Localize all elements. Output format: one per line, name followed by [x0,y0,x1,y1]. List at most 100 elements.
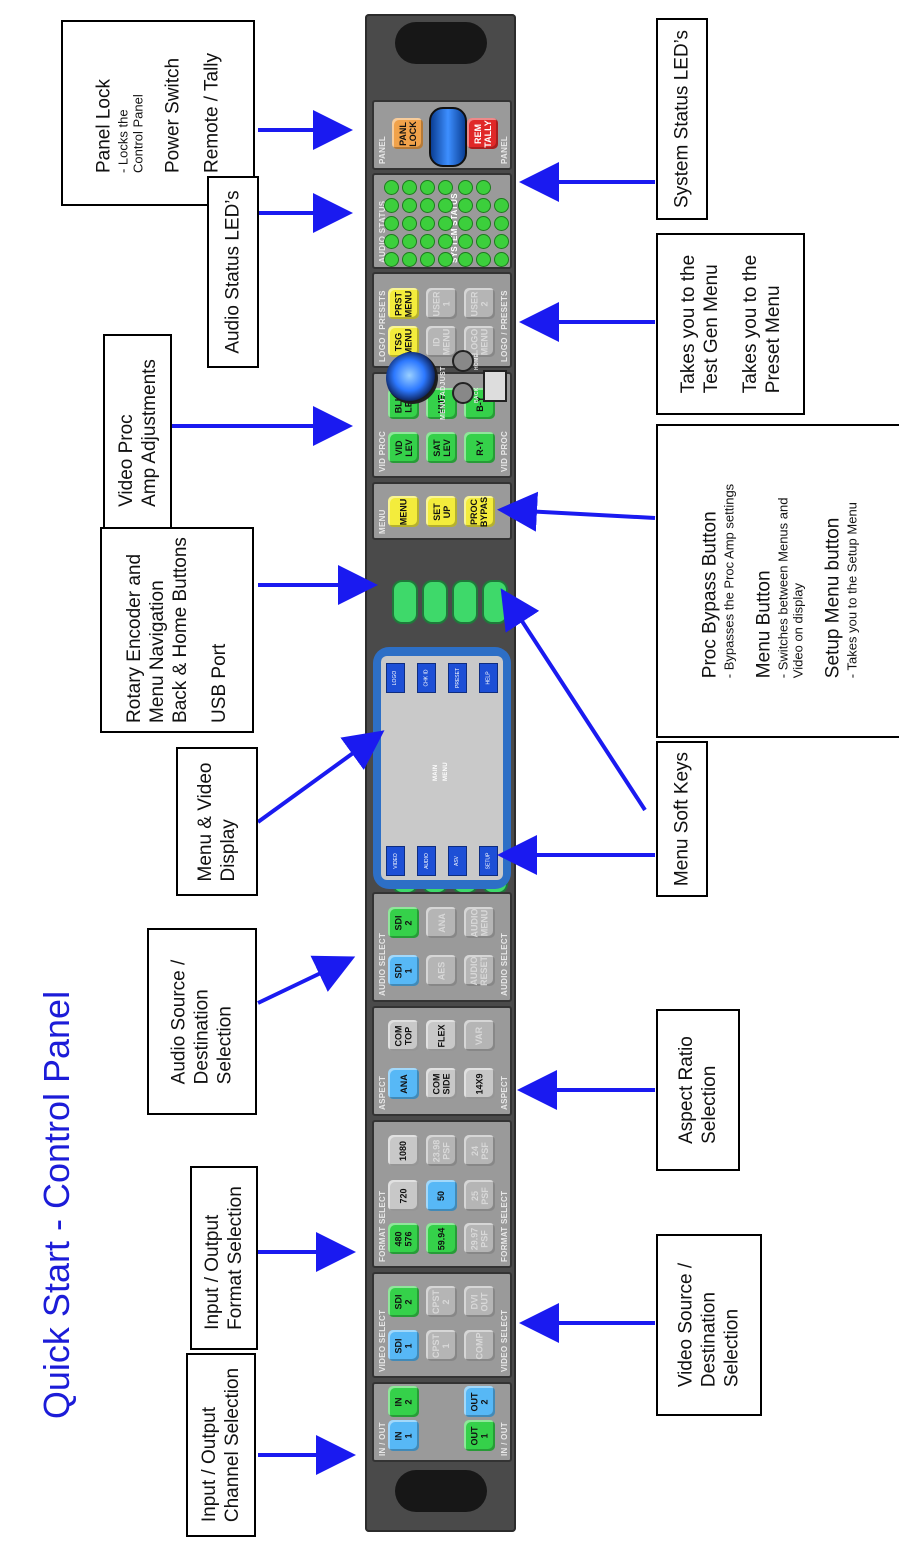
com-top-button[interactable]: COM TOP [388,1020,419,1051]
callout-video-source: Video Source / Destination Selection [656,1234,762,1416]
power-switch[interactable] [429,107,467,167]
tsg-menu-button[interactable]: TSG MENU [388,326,419,357]
comp-button[interactable]: COMP [464,1330,495,1361]
dvi-out-button[interactable]: DVI OUT [464,1286,495,1317]
soft-key[interactable] [422,580,448,624]
arrow-proc-bypass [497,491,656,532]
video-source-line-2: Destination [698,1292,720,1388]
status-led [438,216,453,231]
prst-menu-button[interactable]: PRST MENU [388,288,419,319]
aes-button[interactable]: AES [426,955,457,986]
user-1-button[interactable]: USER 1 [426,288,457,319]
480-576-button[interactable]: 480 576 [388,1223,419,1254]
proc-bypass-sub: - Bypasses the Proc Amp settings [721,483,737,679]
out-1-button[interactable]: OUT 1 [464,1420,495,1451]
user-2-button[interactable]: USER 2 [464,288,495,319]
arrow-softkeys-top [500,588,647,812]
vid-lev-button[interactable]: VID LEV [388,432,419,463]
proc-bypass-button[interactable]: PROC BYPAS [464,496,495,527]
panel-lock-sub-2: Control Panel [130,94,146,174]
callout-buttons: Proc Bypass Button - Bypasses the Proc A… [656,424,899,738]
14x9-button[interactable]: 14X9 [464,1068,495,1099]
format-line-1: Input / Output [202,1214,223,1330]
video-sdi-2-button[interactable]: SDI 2 [388,1286,419,1317]
status-led [384,252,399,267]
720-button[interactable]: 720 [388,1180,419,1211]
format-line-2: Format Selection [225,1186,246,1330]
status-led [458,216,473,231]
flex-button[interactable]: FLEX [426,1020,457,1051]
com-side-button[interactable]: COM SIDE [426,1068,457,1099]
panel-lock-button[interactable]: PANL LOCK [392,118,423,149]
usb-port[interactable] [483,370,507,402]
screen-menu-item[interactable]: AUDIO [417,846,436,876]
audio-reset-button[interactable]: AUDIO RESET [464,955,495,986]
cpst-2-button[interactable]: CPST 2 [426,1286,457,1317]
var-button[interactable]: VAR [464,1020,495,1051]
1080-button[interactable]: 1080 [388,1135,419,1166]
out-2-button[interactable]: OUT 2 [464,1386,495,1417]
rack-ear-top [395,22,487,64]
24-psf-button[interactable]: 24 PSF [464,1135,495,1166]
screen-menu-item[interactable]: ASV [448,846,467,876]
remote-tally-button[interactable]: REM TALLY [467,118,498,149]
callout-audio-status: Audio Status LED’s [207,176,259,368]
aspect-ana-button[interactable]: ANA [388,1068,419,1099]
status-led [420,180,435,195]
status-led [438,198,453,213]
status-led [438,234,453,249]
menu-button[interactable]: MENU [388,496,419,527]
status-led [420,216,435,231]
audio-sdi-2-button[interactable]: SDI 2 [388,907,419,938]
status-led [494,252,509,267]
back-button[interactable] [452,382,474,404]
status-led [420,234,435,249]
vid-proc-line-2: Amp Adjustments [138,359,160,507]
id-menu-button[interactable]: ID MENU [426,326,457,357]
status-led [476,180,491,195]
audio-sdi-1-button[interactable]: SDI 1 [388,955,419,986]
59-94-button[interactable]: 59.94 [426,1223,457,1254]
callout-vid-proc: Video Proc Amp Adjustments [103,334,172,532]
rotary-line-3: Back & Home Buttons [170,537,191,723]
rotary-encoder-knob[interactable] [386,352,438,404]
channel-line-2: Channel Selection [222,1367,243,1523]
soft-key[interactable] [452,580,478,624]
23-98-psf-button[interactable]: 23.98 PSF [426,1135,457,1166]
menu-button-sub-1: - Switches between Menus and [775,497,791,679]
soft-key[interactable] [392,580,418,624]
audio-ana-button[interactable]: ANA [426,907,457,938]
status-led [476,198,491,213]
in-1-button[interactable]: IN 1 [388,1420,419,1451]
in-2-button[interactable]: IN 2 [388,1386,419,1417]
preset-line-1: Takes you to the [739,254,761,394]
screen-menu-item[interactable]: VIDEO [386,846,405,876]
screen-menu-item[interactable]: CHK ID [417,663,436,693]
sat-lev-button[interactable]: SAT LEV [426,432,457,463]
home-button[interactable] [452,350,474,372]
menu-video-display: MAIN MENU [381,656,503,880]
status-led [494,198,509,213]
25-psf-button[interactable]: 25 PSF [464,1180,495,1211]
setup-button-sub: - Takes you to the Setup Menu [844,502,860,679]
status-led [402,216,417,231]
status-led [384,216,399,231]
rotary-line-1: Rotary Encoder and [124,553,145,723]
screen-menu-item[interactable]: LOGO [386,663,405,693]
system-status-label: System Status LED’s [671,29,693,209]
usb-port-label: USB Port [209,643,230,723]
screen-menu-item[interactable]: PRESET [448,663,467,693]
50-button[interactable]: 50 [426,1180,457,1211]
setup-button[interactable]: SET UP [426,496,457,527]
video-sdi-1-button[interactable]: SDI 1 [388,1330,419,1361]
callout-softkeys: Menu Soft Keys [656,741,708,897]
status-led [438,180,453,195]
screen-menu-item[interactable]: HELP [479,663,498,693]
r-y-button[interactable]: R-Y [464,432,495,463]
callout-channel: Input / Output Channel Selection [186,1353,256,1537]
audio-menu-button[interactable]: AUDIO MENU [464,907,495,938]
29-97-psf-button[interactable]: 29.97 PSF [464,1223,495,1254]
status-led [494,216,509,231]
cpst-1-button[interactable]: CPST 1 [426,1330,457,1361]
